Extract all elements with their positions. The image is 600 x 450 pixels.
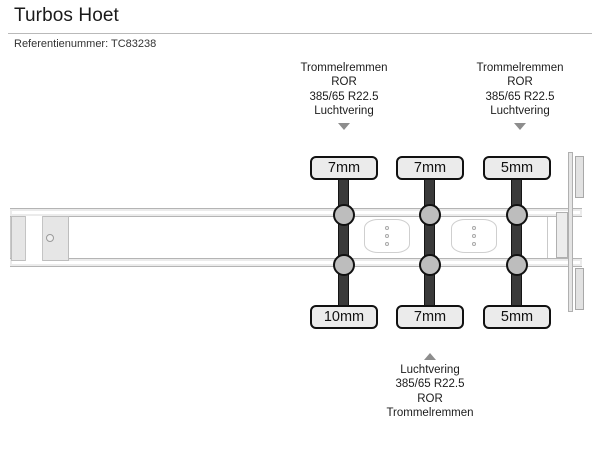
annotation-line-brakes: Trommelremmen [476,62,564,74]
tread-depth-box-top-axle-1: 7mm [310,156,378,180]
caret-down-icon-right [514,123,526,130]
bottom-annotation: Luchtvering 385/65 R22.5 ROR Trommelremm… [330,363,530,421]
top-annotation-left: Trommelremmen ROR 385/65 R22.5 Luchtveri… [244,61,444,119]
rear-bumper [556,212,568,258]
annotation-line-suspension: Luchtvering [490,105,550,118]
bracket-bolt [472,242,476,246]
annotation-line-tyre-size: 385/65 R22.5 [395,378,465,391]
bracket-bolt [385,234,389,238]
wheel-hub-2-top [419,204,441,226]
tread-depth-box-top-axle-3: 5mm [483,156,551,180]
annotation-line-make: ROR [507,76,533,89]
tread-depth-box-bottom-axle-3: 5mm [483,305,551,329]
bracket-bolt [472,234,476,238]
annotation-line-tyre-size: 385/65 R22.5 [309,90,379,103]
annotation-line-tyre-size: 385/65 R22.5 [485,90,555,103]
rear-vertical-post [568,152,573,312]
top-annotation-right: Trommelremmen ROR 385/65 R22.5 Luchtveri… [420,61,600,119]
tread-depth-box-bottom-axle-2: 7mm [396,305,464,329]
page-header: Turbos Hoet Referentienummer: TC83238 [0,0,600,56]
chassis-rail-upper-inner [12,211,580,214]
bracket-bolt [385,226,389,230]
wheel-hub-1-bottom [333,254,355,276]
annotation-line-suspension: Luchtvering [400,364,460,376]
header-divider [8,33,592,34]
tread-depth-box-bottom-axle-1: 10mm [310,305,378,329]
annotation-line-make: ROR [331,76,357,89]
wheel-hub-2-bottom [419,254,441,276]
trailer-diagram: Trommelremmen ROR 385/65 R22.5 Luchtveri… [0,56,600,450]
bracket-bolt [472,226,476,230]
annotation-line-make: ROR [417,392,443,405]
bracket-bolt [385,242,389,246]
reference-number: Referentienummer: TC83238 [14,38,157,50]
annotation-line-brakes: Trommelremmen [300,62,388,74]
kingpin-icon [46,234,54,242]
caret-down-icon-left [338,123,350,130]
rear-marker-lower [575,268,584,310]
annotation-line-brakes: Trommelremmen [386,407,474,420]
caret-up-icon [424,353,436,360]
annotation-line-suspension: Luchtvering [314,105,374,118]
page-title: Turbos Hoet [14,5,119,26]
rear-marker-upper [575,156,584,198]
wheel-hub-1-top [333,204,355,226]
wheel-hub-3-bottom [506,254,528,276]
front-plate-slot [25,216,43,261]
chassis-rail-lower-inner [12,261,580,264]
tread-depth-box-top-axle-2: 7mm [396,156,464,180]
wheel-hub-3-top [506,204,528,226]
